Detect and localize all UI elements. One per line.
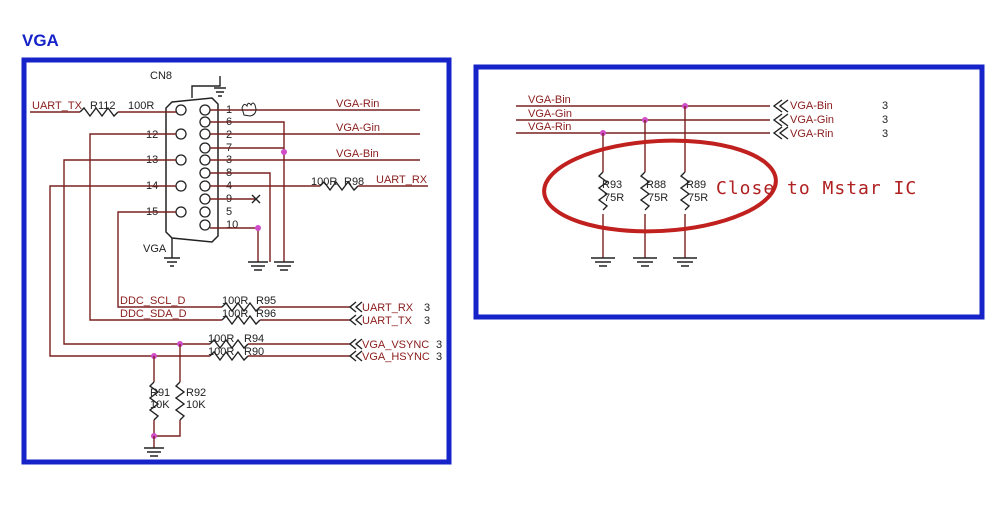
net-label-vga-bin: VGA-Bin xyxy=(336,148,379,160)
sheet-ref: 3 xyxy=(424,302,430,314)
resistor-value: 75R xyxy=(604,192,624,204)
resistor-value: 100R xyxy=(222,295,248,307)
connector-body xyxy=(165,97,219,243)
ground-symbol xyxy=(274,261,294,271)
ground-symbol xyxy=(248,261,268,271)
sheet-ref: 3 xyxy=(436,339,442,351)
resistor-ref: R91 xyxy=(150,387,170,399)
net-label-ddc-sda: DDC_SDA_D xyxy=(120,308,187,320)
net-label-vga-gin: VGA-Gin xyxy=(528,108,572,120)
resistor-r112 xyxy=(79,106,119,118)
port-label-vga-bin: VGA-Bin xyxy=(790,100,833,112)
highlight-ellipse xyxy=(542,138,778,234)
resistor-r91 xyxy=(148,381,160,421)
pin-number: 12 xyxy=(146,129,158,141)
connector-name: VGA xyxy=(143,243,167,255)
resistor-ref: R112 xyxy=(90,100,115,112)
annotation-close-to-mstar: Close to Mstar IC xyxy=(716,178,917,199)
port-arrow-icon xyxy=(772,113,789,127)
resistor-ref: R89 xyxy=(686,179,706,191)
pin-number: 5 xyxy=(226,206,232,218)
vga-connector: CN8 VGA 1 2 3 4 5 6 7 8 9 xyxy=(143,70,238,255)
resistor-r98 xyxy=(319,180,359,192)
resistor-r89 xyxy=(679,171,691,211)
sync-nets: 100R R94 100R R90 VGA_VSYNC VGA_HSYNC 3 … xyxy=(49,159,442,457)
port-arrow-icon xyxy=(348,301,363,313)
port-label-vga-rin: VGA-Rin xyxy=(790,128,833,140)
ground-symbol xyxy=(673,257,697,267)
rgb-output-nets: VGA-Rin VGA-Gin VGA-Bin xyxy=(210,98,420,271)
resistor-ref: R95 xyxy=(256,295,276,307)
port-arrow-icon xyxy=(348,338,363,350)
net-label-uart-tx: UART_TX xyxy=(32,100,83,112)
resistor-value: 100R xyxy=(208,346,234,358)
sheet-ref: 3 xyxy=(882,100,888,112)
port-arrow-icon xyxy=(348,314,363,326)
resistor-value: 10K xyxy=(150,399,170,411)
resistor-ref: R90 xyxy=(244,346,264,358)
port-label-uart-tx: UART_TX xyxy=(362,315,413,327)
hand-cursor-icon xyxy=(241,102,257,117)
resistor-value: 75R xyxy=(688,192,708,204)
connector-ref: CN8 xyxy=(150,70,172,82)
port-label-vga-gin: VGA-Gin xyxy=(790,114,834,126)
net-label-vga-rin: VGA-Rin xyxy=(336,98,379,110)
resistor-ref: R94 xyxy=(244,333,264,345)
shield-ground-symbol xyxy=(164,76,226,267)
port-arrow-icon xyxy=(772,99,789,113)
right-panel-frame xyxy=(473,64,985,320)
resistor-value: 100R xyxy=(222,308,248,320)
sheet-ref: 3 xyxy=(436,351,442,363)
ground-symbol xyxy=(144,447,164,457)
port-arrow-icon xyxy=(772,126,789,140)
termination-nets: VGA-Bin VGA-Gin VGA-Rin VGA-Bin VGA-Gin … xyxy=(516,94,888,267)
net-label-ddc-scl: DDC_SCL_D xyxy=(120,295,185,307)
page-title: VGA xyxy=(22,31,59,50)
resistor-ref: R93 xyxy=(602,179,622,191)
resistor-value: 100R xyxy=(128,100,154,112)
pin-number: 10 xyxy=(226,219,238,231)
port-label-vga-vsync: VGA_VSYNC xyxy=(362,339,429,351)
net-label-vga-rin: VGA-Rin xyxy=(528,121,571,133)
net-label-vga-bin: VGA-Bin xyxy=(528,94,571,106)
resistor-r92 xyxy=(174,381,186,421)
resistor-value: 100R xyxy=(311,176,337,188)
ground-symbol xyxy=(633,257,657,267)
resistor-r90 xyxy=(209,350,249,362)
sheet-ref: 3 xyxy=(424,315,430,327)
resistor-value: 10K xyxy=(186,399,206,411)
sheet-ref: 3 xyxy=(882,128,888,140)
resistor-r95 xyxy=(221,301,261,313)
resistor-r93 xyxy=(597,171,609,211)
resistor-r94 xyxy=(209,338,249,350)
net-label-uart-rx: UART_RX xyxy=(376,174,428,186)
ground-symbol xyxy=(591,257,615,267)
pin-number: 2 xyxy=(226,129,232,141)
resistor-value: 75R xyxy=(648,192,668,204)
resistor-ref: R98 xyxy=(344,176,364,188)
port-label-uart-rx: UART_RX xyxy=(362,302,414,314)
junction-dot xyxy=(281,149,287,155)
net-label-vga-gin: VGA-Gin xyxy=(336,122,380,134)
resistor-r88 xyxy=(639,171,651,211)
resistor-ref: R88 xyxy=(646,179,666,191)
resistor-r96 xyxy=(221,314,261,326)
ddc-nets: DDC_SCL_D DDC_SDA_D 100R R95 100R R96 UA… xyxy=(89,133,430,327)
connector-pins xyxy=(175,104,211,231)
port-arrow-icon xyxy=(348,350,363,362)
uart-tx-input-net: UART_TX R112 100R xyxy=(30,100,176,118)
resistor-ref: R96 xyxy=(256,308,276,320)
sheet-ref: 3 xyxy=(882,114,888,126)
no-connect-icon xyxy=(251,194,261,204)
left-panel-frame xyxy=(21,57,452,465)
resistor-ref: R92 xyxy=(186,387,206,399)
resistor-value: 100R xyxy=(208,333,234,345)
junction-dot xyxy=(255,225,261,231)
port-label-vga-hsync: VGA_HSYNC xyxy=(362,351,430,363)
uart-rx-output-net: 100R R98 UART_RX xyxy=(210,174,428,192)
